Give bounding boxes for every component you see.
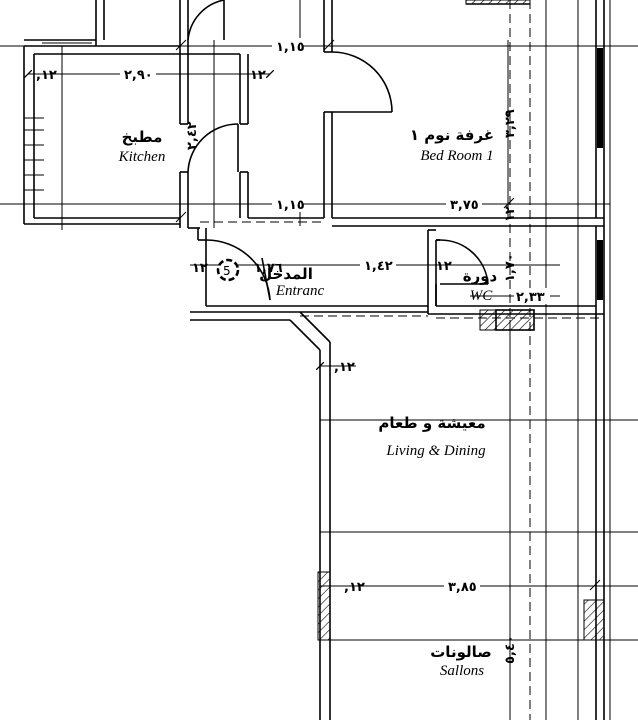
dim-kitchen-width: ٢,٩٠	[124, 68, 153, 83]
entrance-marker: 5	[216, 258, 240, 282]
living-label-en: Living & Dining	[385, 443, 486, 459]
entrance-label-ar: المدخل	[259, 265, 313, 283]
kitchen-door-swing	[187, 123, 239, 173]
dim-sallons-wall: ,١٢	[344, 580, 365, 595]
dim-bedroom-width: ٣,٧٥	[450, 198, 479, 213]
kitchen-label-ar: مطبخ	[122, 128, 163, 146]
dim-kitchen-height: ٢,٤٢	[185, 121, 200, 150]
dim-entrance-width: ١,٤٢	[364, 259, 393, 274]
top-door-swing	[187, 0, 225, 41]
bedroom-door-swing	[331, 51, 393, 113]
entrance-label-en: Entranc	[275, 283, 325, 299]
wc-door-swing	[439, 239, 489, 285]
dim-sallons-width: ٣,٨٥	[448, 580, 477, 595]
dim-wc-height: ١,٧٠	[503, 253, 518, 282]
dim-wc-width: ٢,٣٣	[516, 290, 545, 305]
dim-kitchen-wall-left: ,١٢	[36, 68, 57, 83]
dim-entrance-left-b: ١,٧٦	[254, 261, 283, 276]
bedroom-label-en: Bed Room 1	[420, 148, 493, 164]
sallons-label-en: Sallons	[440, 663, 484, 679]
walls	[23, 0, 611, 720]
dim-entrance-wall: ١٢	[436, 259, 452, 274]
dim-kitchen-bottom-width: ١,١٥	[276, 198, 305, 213]
entrance-marker-label: 5	[223, 264, 231, 278]
dim-living-wall: ,١٢	[334, 360, 355, 375]
dim-entrance-left-a: ١٢	[192, 261, 208, 276]
dim-kitchen-top-width: ١,١٥	[276, 40, 305, 55]
dim-kitchen-wall-right: ١٢	[250, 68, 266, 83]
wc-label-en: WC	[470, 288, 493, 304]
dim-bedroom-wall: ١٢	[503, 206, 518, 222]
doors	[187, 0, 489, 301]
sallons-label-ar: صالونات	[430, 643, 492, 661]
dim-bedroom-height: ٣,٢٩	[503, 109, 518, 138]
kitchen-label-en: Kitchen	[118, 149, 166, 165]
wc-label-ar: دورة	[463, 267, 498, 285]
bedroom-label-ar: غرفة نوم ١	[410, 126, 494, 144]
room-labels: مطبخ Kitchen غرفة نوم ١ Bed Room 1 المدخ…	[118, 126, 498, 679]
living-label-ar: معيشة و طعام	[378, 414, 485, 432]
dim-sallons-height: ٥,٤٠	[503, 635, 518, 664]
dimension-labels: ١,١٥ ٢,٩٠ ,١٢ ١٢ ٢,٤٢ ١,١٥ ٣,٢٩ ٣,٧٥ ١٢ …	[36, 38, 550, 664]
